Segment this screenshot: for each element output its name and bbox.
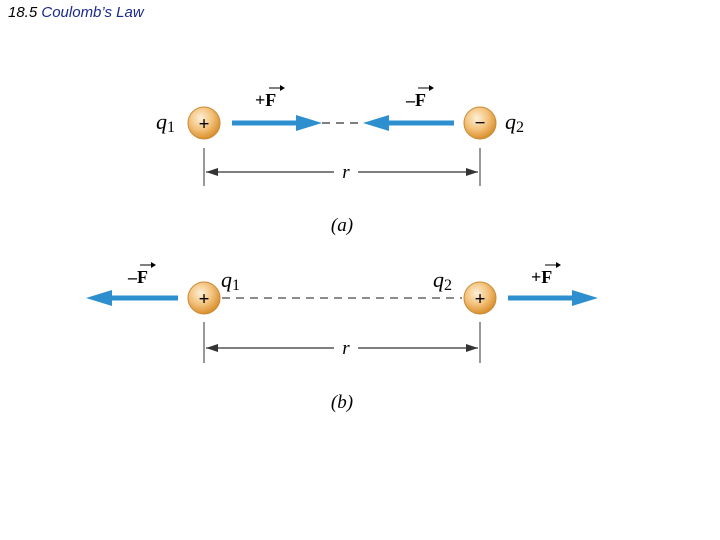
attractive-force-arrow-left [232, 115, 322, 131]
force-label-a-right: –F [405, 85, 434, 110]
charge-q1-b: + [187, 281, 221, 315]
section-number: 18.5 [8, 4, 38, 21]
charge-q2-b: + [463, 281, 497, 315]
charge-q2-a: − [463, 106, 497, 140]
charge-label-q1-b: q1 [221, 267, 240, 294]
force-label-a-left: +F [255, 85, 285, 110]
svg-text:–F: –F [405, 90, 426, 110]
distance-label-b: r [342, 338, 350, 359]
diagram-a: +F –F + − q1 q2 r [156, 85, 524, 236]
force-label-b-right: +F [531, 262, 561, 287]
distance-indicator-a: r [203, 148, 481, 186]
charge-label-q2-b: q2 [433, 267, 452, 294]
charge-label-q1-a: q1 [156, 109, 175, 136]
attractive-force-arrow-right [363, 115, 454, 131]
svg-text:–F: –F [127, 267, 148, 287]
charge-q1-a: + [187, 106, 221, 140]
distance-indicator-b: r [203, 322, 481, 363]
force-label-b-left: –F [127, 262, 156, 287]
section-title: Coulomb’s Law [41, 4, 144, 21]
svg-text:+F: +F [255, 90, 276, 110]
positive-sign-icon: + [199, 114, 210, 135]
positive-sign-icon: + [199, 289, 210, 310]
repulsive-force-arrow-left [86, 290, 178, 306]
negative-sign-icon: − [475, 113, 486, 134]
distance-label-a: r [342, 162, 350, 183]
charge-label-q2-a: q2 [505, 109, 524, 136]
repulsive-force-arrow-right [508, 290, 598, 306]
slide-title: 18.5 Coulomb’s Law [8, 4, 144, 21]
positive-sign-icon: + [475, 289, 486, 310]
caption-b: (b) [331, 392, 353, 413]
svg-text:+F: +F [531, 267, 552, 287]
diagram-b: –F +F + + q1 q2 r [86, 262, 598, 413]
caption-a: (a) [331, 215, 353, 236]
